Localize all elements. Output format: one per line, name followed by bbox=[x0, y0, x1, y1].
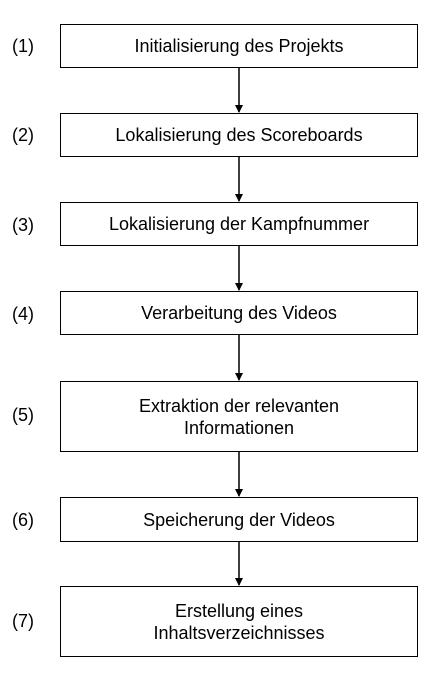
step-number-6: (6) bbox=[12, 510, 34, 530]
step-label-4: Verarbeitung des Videos bbox=[141, 303, 337, 323]
step-label-6: Speicherung der Videos bbox=[143, 509, 335, 530]
step-box-6: Speicherung der Videos bbox=[60, 497, 418, 542]
step-box-2: Lokalisierung des Scoreboards bbox=[60, 113, 418, 157]
step-box-7: Erstellung eines Inhaltsverzeichnisses bbox=[60, 586, 418, 657]
step-box-4: Verarbeitung des Videos bbox=[60, 291, 418, 335]
step-label-5: Extraktion der relevanten Informationen bbox=[138, 395, 340, 438]
step-number-4: (4) bbox=[12, 304, 34, 324]
step-number-3: (3) bbox=[12, 215, 34, 235]
step-box-1: Initialisierung des Projekts bbox=[60, 24, 418, 68]
step-number-5: (5) bbox=[12, 405, 34, 425]
step-number-2: (2) bbox=[12, 125, 34, 145]
step-label-2: Lokalisierung des Scoreboards bbox=[115, 125, 363, 145]
step-label-1: Initialisierung des Projekts bbox=[134, 36, 344, 56]
step-label-3: Lokalisierung der Kampfnummer bbox=[108, 214, 370, 234]
step-label-7: Erstellung eines Inhaltsverzeichnisses bbox=[153, 600, 325, 643]
step-number-1: (1) bbox=[12, 36, 34, 56]
step-box-3: Lokalisierung der Kampfnummer bbox=[60, 202, 418, 246]
step-box-5: Extraktion der relevanten Informationen bbox=[60, 381, 418, 452]
step-number-7: (7) bbox=[12, 611, 34, 631]
